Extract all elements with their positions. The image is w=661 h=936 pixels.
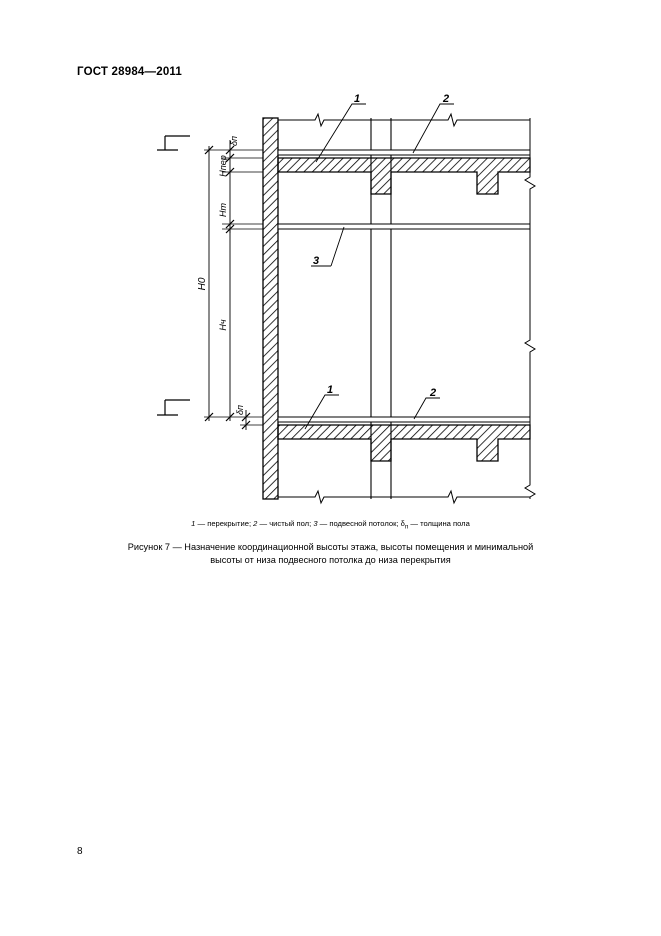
level-marker-bottom <box>157 399 190 416</box>
figure-caption: Рисунок 7 — Назначение координационной в… <box>0 541 661 567</box>
document-header: ГОСТ 28984—2011 <box>77 66 182 78</box>
leader-lines <box>304 103 454 430</box>
caption-line-1: Рисунок 7 — Назначение координационной в… <box>127 542 534 552</box>
page-number: 8 <box>77 846 83 857</box>
dim-h-min: Hm <box>218 203 228 217</box>
callout-2-bottom: 2 <box>429 387 436 399</box>
section-drawing: δп Hпер Hm H0 Hч δп 1 2 3 1 2 <box>157 93 536 505</box>
callout-1-bottom: 1 <box>327 384 333 396</box>
clean-floor-lower <box>277 416 531 423</box>
callout-1-top: 1 <box>354 93 360 105</box>
callout-2-top: 2 <box>442 93 449 105</box>
suspended-ceiling <box>277 223 531 230</box>
break-lines <box>278 112 536 505</box>
dimension-ticks <box>204 145 251 430</box>
dim-h-room: Hч <box>218 319 228 330</box>
dimension-lines <box>208 140 247 430</box>
floor-slab-upper <box>277 157 531 195</box>
dim-delta-top: δп <box>229 136 239 146</box>
clean-floor-upper <box>277 149 531 156</box>
caption-line-2: высоты от низа подвесного потолка до низ… <box>210 555 451 565</box>
dim-h-top: Hпер <box>218 155 228 176</box>
callout-3: 3 <box>313 255 319 267</box>
level-marker-top <box>157 135 190 151</box>
extension-lines <box>204 149 263 426</box>
wall <box>262 117 279 500</box>
figure-legend: 1 — перекрытие; 2 — чистый пол; 3 — подв… <box>191 519 470 531</box>
dim-delta-bottom: δп <box>235 405 245 415</box>
floor-slab-lower <box>277 424 531 462</box>
dim-h-zero: H0 <box>197 277 208 290</box>
